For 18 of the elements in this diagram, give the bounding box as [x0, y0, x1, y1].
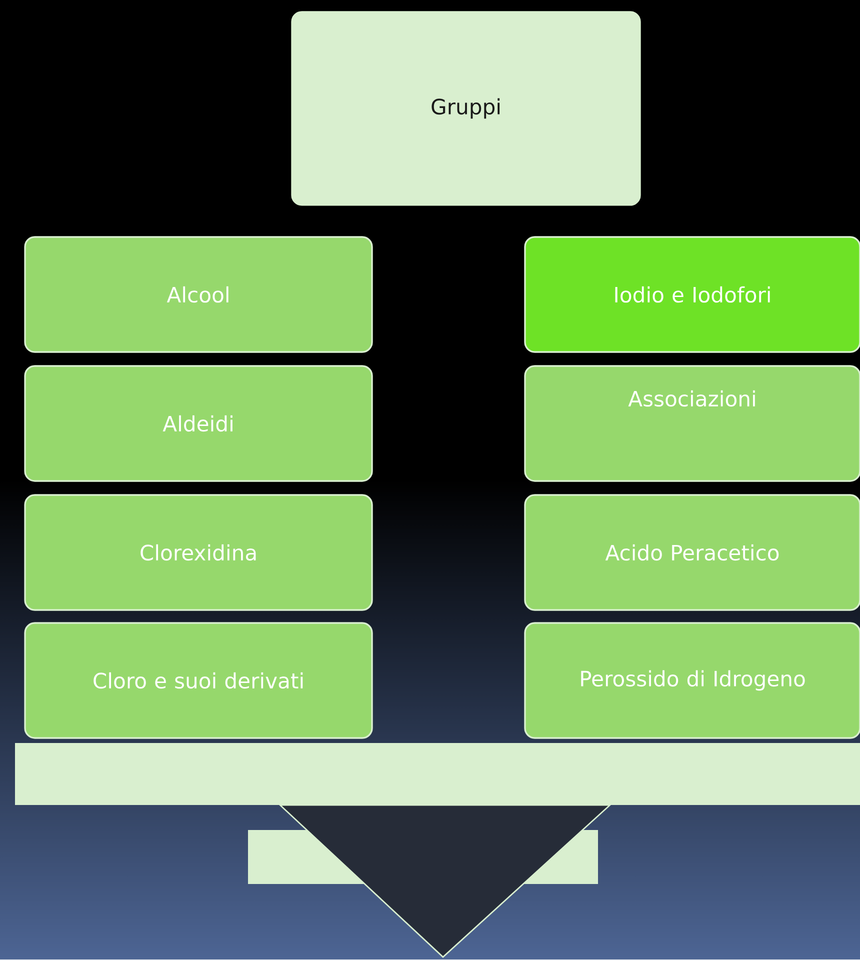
box-label: Associazioni: [628, 390, 755, 407]
box-label: Cloro e suoi derivati: [94, 672, 303, 689]
title-box: [291, 11, 641, 206]
box-label: Acido Peracetico: [605, 544, 779, 561]
list-box: [24, 365, 373, 482]
box-label: Clorexidina: [140, 544, 256, 561]
list-box: [24, 236, 373, 353]
box-label: Perossido di Idrogeno: [581, 670, 805, 691]
list-box: [524, 622, 860, 739]
list-box: [524, 236, 860, 353]
list-box: [524, 494, 860, 611]
box-label: Iodio e Iodofori: [615, 286, 770, 303]
box-label: Gruppi: [432, 98, 500, 119]
box-label: Aldeidi: [162, 415, 232, 432]
list-box: [24, 622, 373, 739]
box-label: Alcool: [166, 286, 228, 303]
list-box: [24, 494, 373, 611]
list-box: [524, 365, 860, 482]
